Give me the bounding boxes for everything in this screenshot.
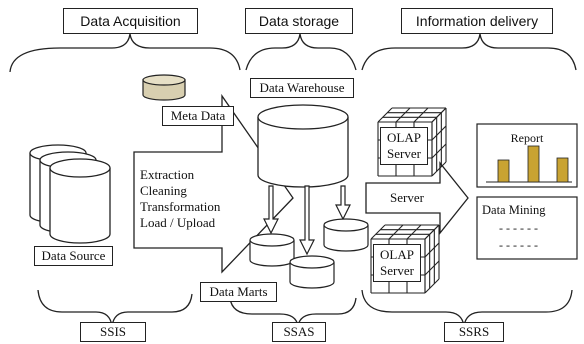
bottom-braces xyxy=(37,289,573,327)
data-mart-right xyxy=(323,225,369,252)
data-acquisition-header: Data Acquisition xyxy=(63,8,198,34)
meta-data-disk xyxy=(142,74,186,101)
server-arrow-label: Server xyxy=(390,190,424,205)
data-mining-line-2: - - - - - - xyxy=(499,238,538,252)
olap-server-top-label: OLAP Server xyxy=(380,127,428,165)
data-mart-left-top xyxy=(249,233,295,247)
data-mining-frame xyxy=(476,196,578,260)
cube-depth-line xyxy=(424,260,440,276)
cube-depth-line xyxy=(431,143,447,159)
data-storage-header: Data storage xyxy=(245,8,353,34)
data-mart-middle-top xyxy=(289,255,335,269)
source-cylinder-front-top xyxy=(49,158,111,178)
ssas-label: SSAS xyxy=(272,322,326,342)
cube-depth-line xyxy=(424,278,440,294)
report-bar-3 xyxy=(556,157,569,183)
server-arrow xyxy=(365,161,469,235)
data-marts-label: Data Marts xyxy=(200,282,277,302)
data-mart-right-top xyxy=(323,218,369,232)
cube-depth-line xyxy=(388,224,404,240)
warehouse-body xyxy=(257,117,349,188)
delivery-top-brace xyxy=(361,33,577,71)
cube-depth-line xyxy=(370,224,386,240)
storage-top-brace xyxy=(245,33,357,71)
report-title: Report xyxy=(511,131,544,145)
warehouse-top xyxy=(257,104,349,130)
cube-depth-line xyxy=(431,125,447,141)
meta-disk-top xyxy=(142,74,186,86)
cube-depth-line xyxy=(424,224,440,240)
cube-depth-line xyxy=(431,161,447,177)
top-braces xyxy=(9,33,577,73)
data-source-cylinders xyxy=(29,144,111,244)
information-delivery-header: Information delivery xyxy=(401,8,553,34)
cube-depth-line xyxy=(395,107,411,123)
olap-server-top-line-1: OLAP xyxy=(387,130,421,145)
etl-step-transformation: Transformation xyxy=(140,199,221,214)
etl-step-load-upload: Load / Upload xyxy=(140,215,216,230)
cube-depth-line xyxy=(377,107,393,123)
olap-server-bottom-label: OLAP Server xyxy=(373,244,421,282)
olap-server-top-line-2: Server xyxy=(387,146,421,161)
warehouse-cylinder xyxy=(257,104,349,188)
olap-server-bottom-line-1: OLAP xyxy=(380,247,414,262)
report-bar-2 xyxy=(527,145,540,183)
data-source-label: Data Source xyxy=(34,246,113,266)
olap-server-bottom-line-2: Server xyxy=(380,263,414,278)
mart-arrow-right xyxy=(335,185,351,221)
source-cylinder-front xyxy=(49,168,111,244)
data-mining-panel: Data Mining - - - - - - - - - - - - xyxy=(476,196,578,260)
ssis-bottom-brace xyxy=(37,289,193,327)
report-bar-1 xyxy=(497,159,510,183)
meta-data-label: Meta Data xyxy=(162,106,234,126)
data-mining-title: Data Mining xyxy=(482,203,546,217)
meta-disk-body xyxy=(142,79,186,101)
etl-step-cleaning: Cleaning xyxy=(140,183,187,198)
mart-arrow-left xyxy=(263,185,279,235)
etl-step-extraction: Extraction xyxy=(140,167,195,182)
cube-depth-line xyxy=(413,107,429,123)
data-mart-cylinders xyxy=(249,218,369,289)
cube-depth-line xyxy=(431,107,447,123)
ssis-label: SSIS xyxy=(80,322,146,342)
cube-depth-line xyxy=(424,242,440,258)
data-mart-middle xyxy=(289,262,335,289)
warehouse-to-mart-arrows xyxy=(263,185,351,256)
acquisition-top-brace xyxy=(9,33,241,73)
report-panel: Report xyxy=(476,123,578,188)
data-warehouse-label: Data Warehouse xyxy=(250,78,354,98)
ssrs-bottom-brace xyxy=(361,289,573,327)
mart-arrow-middle xyxy=(299,185,315,256)
ssrs-label: SSRS xyxy=(444,322,504,342)
data-mining-line-1: - - - - - - xyxy=(499,221,538,235)
cube-depth-line xyxy=(406,224,422,240)
